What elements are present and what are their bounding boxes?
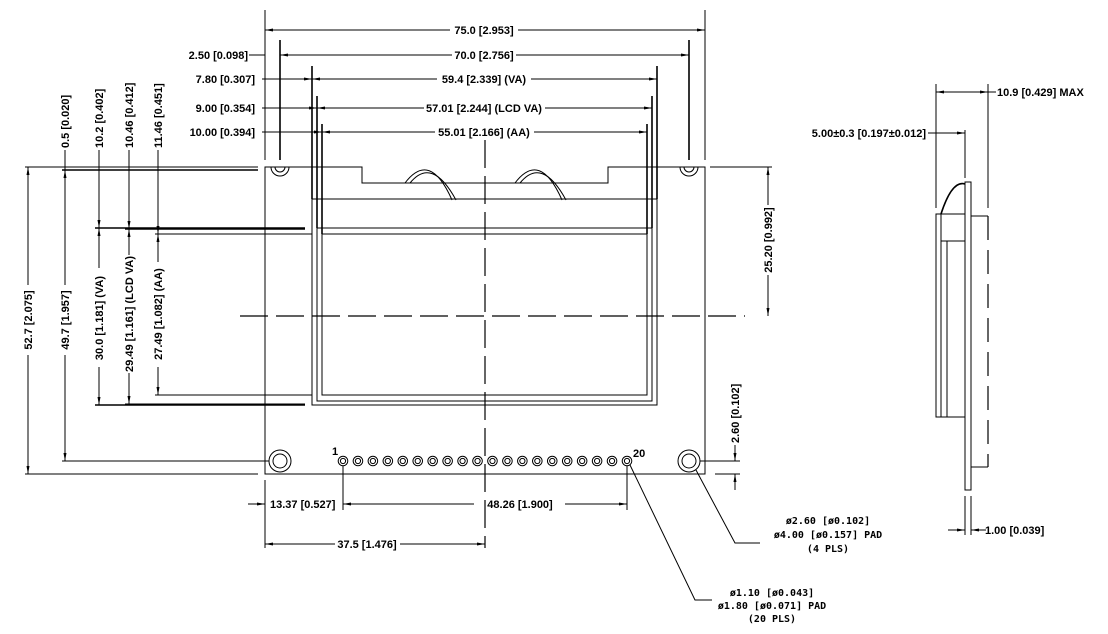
pin-hole [339,457,347,465]
dim-overall-width: 75.0 [2.953] [454,25,514,37]
pin-pad [576,455,588,467]
bottom-dimensions: 13.37 [0.527] 48.26 [1.900] 37.5 [1.476] [248,466,628,551]
dim-va-offset-v: 10.2 [0.402] [94,88,106,148]
pcb-outline [264,166,706,475]
pin-pad [382,455,394,467]
pin-1-label: 1 [332,446,338,458]
pin-hole [608,457,616,465]
pin-hole [369,457,376,465]
pin-pad [487,455,498,467]
mount-hole-bottom-right [677,449,701,473]
callout-pin-hole-line3: (20 PLS) [748,614,796,625]
pin-pad [502,455,513,467]
pin-pad [337,455,349,467]
dim-overall-height: 52.7 [2.075] [23,290,35,350]
pin-hole [579,457,586,465]
pin-pad [591,455,603,467]
dim-hole-pitch-v: 49.7 [1.957] [60,290,72,350]
dim-va-height: 30.0 [1.181] (VA) [94,276,106,361]
backlight-lead-side [940,182,966,215]
callout-mount-hole-line1: ø2.60 [ø0.102] [786,516,870,527]
pin-pad [442,455,453,467]
dim-max-thickness: 10.9 [0.429] MAX [997,87,1084,99]
pin-pad [546,455,558,467]
pin-hole [519,457,526,465]
dim-va-offset: 7.80 [0.307] [196,74,256,86]
callout-pin-hole-line1: ø1.10 [ø0.043] [730,588,814,599]
front-view: 1 20 [240,140,745,548]
pin-pad [367,455,379,467]
callout-pin-hole-line2: ø1.80 [ø0.071] PAD [718,601,826,612]
pin-row [337,455,633,467]
pin-hole [414,457,421,465]
callout-mount-hole-line3: (4 PLS) [807,544,849,555]
backlight-lead [514,169,563,201]
pin-hole [429,457,436,465]
pin-hole [549,457,556,465]
pin-hole [444,457,451,465]
dim-lcd-va-offset-v: 10.46 [0.412] [124,82,136,148]
pin-pad [532,455,543,467]
pin-hole [489,457,496,465]
dim-hole-pitch: 70.0 [2.756] [454,50,514,62]
pin-pad [472,455,483,467]
dim-module-thickness: 5.00±0.3 [0.197±0.012] [812,128,927,140]
mount-hole-bottom-left [268,449,292,473]
glass-panel [935,213,966,418]
pin-hole [534,457,541,465]
dim-hole-offset: 2.50 [0.098] [189,50,249,62]
dim-va-width: 59.4 [2.339] (VA) [442,74,527,86]
dim-aa-width: 55.01 [2.166] (AA) [438,127,530,139]
dim-center-offset: 37.5 [1.476] [337,539,397,551]
right-dimensions: 25.20 [0.992] 2.60 [0.102] [700,166,775,490]
dim-hole-offset-v: 0.5 [0.020] [60,94,72,148]
side-view: 10.9 [0.429] MAX 5.00±0.3 [0.197±0.012] … [812,84,1084,537]
callouts: ø2.60 [ø0.102] ø4.00 [ø0.157] PAD (4 PLS… [629,464,882,625]
dim-lcd-va-width: 57.01 [2.244] (LCD VA) [426,103,542,115]
dim-aa-offset-v: 11.46 [0.451] [153,83,165,148]
pin-hole [564,457,571,465]
pin-pad [561,455,573,467]
dim-aa-height: 27.49 [1.082] (AA) [153,268,165,360]
dim-center-height: 25.20 [0.992] [763,207,775,273]
dim-pin-offset: 2.60 [0.102] [730,383,742,443]
dim-pcb-thickness: 1.00 [0.039] [985,525,1045,537]
pin-pad [517,455,528,467]
pin-pad [397,455,409,467]
pin-hole [384,457,391,465]
dim-aa-offset: 10.00 [0.394] [190,127,256,139]
backlight-lead [404,169,453,201]
top-dimensions: 75.0 [2.953] 70.0 [2.756] 2.50 [0.098] 5… [189,10,706,234]
pin-pad [621,455,633,467]
pin-pad [457,455,468,467]
pin-hole [504,457,511,465]
pin-pad [427,455,438,467]
pin-pad [352,455,364,467]
pin-pad [606,455,618,467]
pin-hole [459,457,466,465]
callout-mount-hole-line2: ø4.00 [ø0.157] PAD [774,530,882,541]
mount-hole-top-right [679,166,699,177]
pin-hole [623,457,631,465]
pin-hole [399,457,406,465]
dim-pin1-offset: 13.37 [0.527] [270,499,336,511]
pin-hole [594,457,601,465]
pcb-side [964,181,972,491]
dim-pin-span: 48.26 [1.900] [487,499,553,511]
mount-hole-top-left [270,166,290,177]
pin-20-label: 20 [633,448,645,460]
pin-pad [412,455,424,467]
pin-hole [474,457,481,465]
left-dimensions: 52.7 [2.075] 49.7 [1.957] 0.5 [0.020] 30… [23,82,312,475]
dim-lcd-va-offset: 9.00 [0.354] [196,103,256,115]
dim-lcd-va-height: 29.49 [1.161] (LCD VA) [124,256,136,372]
pin-hole [354,457,362,465]
